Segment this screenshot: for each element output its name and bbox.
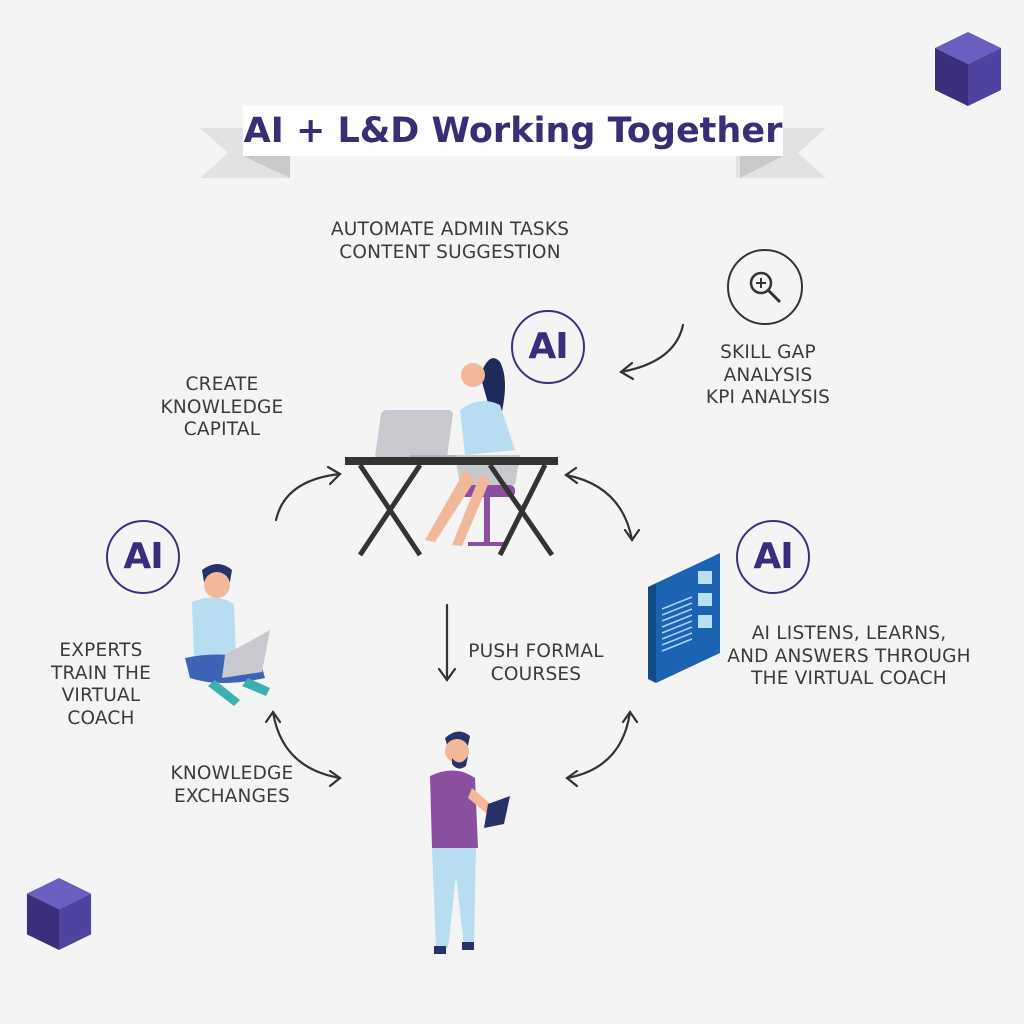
- label-line: CREATE: [185, 374, 259, 395]
- knowledge-exchanges-label: KNOWLEDGE EXCHANGES: [171, 763, 294, 808]
- man-with-tablet-illustration: [430, 731, 510, 954]
- cube-icon-top-right: [935, 32, 1001, 106]
- label-line: THE VIRTUAL COACH: [751, 668, 947, 689]
- arrow-icon-skill-gap: [619, 323, 685, 381]
- label-line: SKILL GAP: [720, 342, 816, 363]
- label-line: TRAIN THE: [51, 662, 151, 684]
- skill-gap-label: SKILL GAP ANALYSIS KPI ANALYSIS: [706, 342, 830, 410]
- label-line: EXCHANGES: [174, 785, 290, 807]
- label-line: AND ANSWERS THROUGH: [727, 645, 971, 667]
- arrow-icon-push-courses: [437, 603, 457, 682]
- label-line: ANALYSIS: [723, 364, 813, 386]
- cube-icon-bottom-left: [26, 878, 92, 950]
- virtual-coach-label: AI LISTENS, LEARNS, AND ANSWERS THROUGH …: [727, 623, 971, 691]
- double-arrow-icon-coach-learner: [565, 710, 639, 788]
- ai-badge-right: AI: [736, 520, 810, 594]
- page-title: AI + L&D Working Together: [243, 106, 783, 156]
- knowledge-capital-label: CREATE KNOWLEDGE CAPITAL: [161, 374, 284, 442]
- label-line: COURSES: [490, 663, 582, 685]
- label-line: EXPERTS: [59, 640, 143, 661]
- label-line: PUSH FORMAL: [468, 641, 604, 662]
- double-arrow-icon-exchanges: [264, 710, 342, 788]
- experts-label: EXPERTS TRAIN THE VIRTUAL COACH: [51, 640, 151, 730]
- boy-with-laptop-illustration: [185, 564, 270, 706]
- double-arrow-icon-desk-coach: [564, 466, 641, 542]
- label-line: AI LISTENS, LEARNS,: [751, 623, 947, 644]
- ai-badge-left: AI: [106, 520, 180, 594]
- arrow-icon-create-capital: [274, 465, 342, 522]
- label-line: CONTENT SUGGESTION: [339, 241, 561, 263]
- push-courses-label: PUSH FORMAL COURSES: [468, 641, 603, 686]
- label-line: KNOWLEDGE: [170, 763, 294, 784]
- label-line: COACH: [67, 707, 135, 729]
- woman-at-desk-illustration: [345, 358, 558, 557]
- automate-label: AUTOMATE ADMIN TASKS CONTENT SUGGESTION: [331, 219, 569, 264]
- label-line: CAPITAL: [183, 419, 261, 440]
- magnifier-icon: [727, 249, 803, 325]
- virtual-coach-screen-illustration: [648, 553, 720, 683]
- ai-badge-center: AI: [511, 310, 585, 384]
- label-line: AUTOMATE ADMIN TASKS: [330, 219, 570, 240]
- label-line: KPI ANALYSIS: [705, 387, 831, 408]
- label-line: VIRTUAL: [61, 685, 141, 706]
- label-line: KNOWLEDGE: [160, 396, 284, 418]
